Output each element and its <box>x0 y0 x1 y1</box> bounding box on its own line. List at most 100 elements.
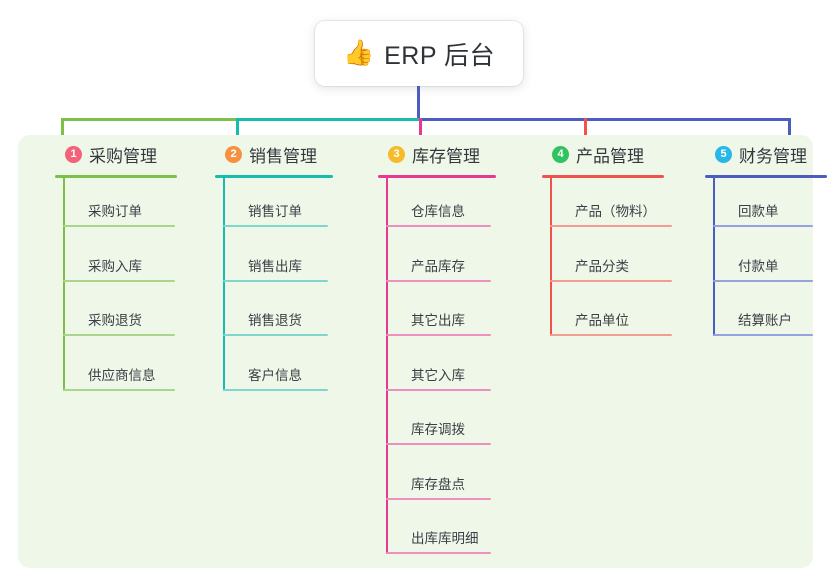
branch-item-label: 结算账户 <box>738 313 792 328</box>
branches-panel: 1 采购管理采购订单采购入库采购退货供应商信息 2 销售管理销售订单销售出库销售退货客… <box>18 135 827 568</box>
branch-item-underline <box>713 334 813 336</box>
branch-item-underline <box>223 388 328 391</box>
branch-column-产品管理: 4 产品管理产品（物料） 产品分类产品单位 <box>530 135 690 336</box>
branch-item-underline <box>386 388 491 391</box>
branch-title: 库存管理 <box>412 146 480 166</box>
branch-index-badge: 4 <box>552 145 569 163</box>
branch-item[interactable]: 出库库明细 <box>386 516 491 554</box>
branch-spine-line <box>63 177 65 391</box>
branch-item-label: 采购退货 <box>88 313 142 328</box>
root-node-title: ERP 后台 <box>384 41 496 70</box>
branch-item-label: 产品库存 <box>411 258 465 274</box>
branch-item[interactable]: 其它入库 <box>386 353 491 391</box>
branch-item-underline <box>386 552 491 554</box>
branch-item-underline <box>63 388 175 391</box>
branch-item[interactable]: 采购入库 <box>63 244 175 282</box>
branch-item-underline <box>386 334 491 336</box>
branch-index-badge: 5 <box>715 145 732 163</box>
branch-item-underline <box>550 334 672 336</box>
branch-item-label: 付款单 <box>738 258 779 274</box>
branch-item-label: 产品单位 <box>575 313 629 328</box>
branch-item-underline <box>63 334 175 336</box>
root-node-card[interactable]: 👍 ERP 后台 <box>315 21 523 86</box>
branch-item[interactable]: 客户信息 <box>223 353 328 391</box>
branch-item-label: 销售出库 <box>248 258 302 274</box>
branch-item-label: 仓库信息 <box>411 204 465 219</box>
branch-column-销售管理: 2 销售管理销售订单销售出库销售退货客户信息 <box>203 135 363 391</box>
branch-item[interactable]: 结算账户 <box>713 298 813 336</box>
branch-item[interactable]: 销售出库 <box>223 244 328 282</box>
branch-item[interactable]: 供应商信息 <box>63 353 175 391</box>
branch-item-underline <box>550 225 672 227</box>
branch-item-label: 其它出库 <box>411 313 465 328</box>
branch-item[interactable]: 销售订单 <box>223 189 328 227</box>
branch-item[interactable]: 付款单 <box>713 244 813 282</box>
branch-item-underline <box>223 279 328 282</box>
branch-spine-line <box>386 177 388 554</box>
branch-item-underline <box>386 225 491 227</box>
connector-bar-segment-1 <box>61 118 236 121</box>
branch-title: 销售管理 <box>249 146 317 166</box>
thumbs-up-icon: 👍 <box>342 39 375 67</box>
branch-item-label: 供应商信息 <box>88 367 156 383</box>
branch-column-库存管理: 3 库存管理仓库信息产品库存其它出库其它入库库存调拨库存盘点出库库明细 <box>366 135 526 554</box>
branch-item[interactable]: 回款单 <box>713 189 813 227</box>
branch-item[interactable]: 采购订单 <box>63 189 175 227</box>
branch-item[interactable]: 仓库信息 <box>386 189 491 227</box>
branch-item-label: 库存盘点 <box>411 476 465 492</box>
branch-header-产品管理[interactable]: 4 产品管理 <box>530 135 690 173</box>
branch-item-label: 销售订单 <box>248 204 302 219</box>
branch-header-underline <box>705 175 827 178</box>
branch-item-underline <box>713 279 813 282</box>
branch-title: 采购管理 <box>89 146 157 166</box>
branch-header-underline <box>55 175 177 178</box>
branch-index-badge: 3 <box>388 145 405 163</box>
branch-item-label: 出库库明细 <box>411 531 479 546</box>
branch-item[interactable]: 库存盘点 <box>386 462 491 500</box>
branch-item[interactable]: 其它出库 <box>386 298 491 336</box>
branch-item-underline <box>713 225 813 227</box>
connector-bar-segment-3 <box>419 118 789 121</box>
branch-item[interactable]: 采购退货 <box>63 298 175 336</box>
branch-header-underline <box>378 175 496 178</box>
branch-column-财务管理: 5 财务管理回款单付款单结算账户 <box>693 135 839 336</box>
branch-item-underline <box>63 279 175 282</box>
branch-item-label: 采购订单 <box>88 204 142 219</box>
branch-item-label: 其它入库 <box>411 367 465 383</box>
branch-item-label: 客户信息 <box>248 367 302 383</box>
branch-item-underline <box>550 279 672 282</box>
branch-item[interactable]: 产品库存 <box>386 244 491 282</box>
branch-header-underline <box>215 175 333 178</box>
branch-item-underline <box>223 334 328 336</box>
branch-spine-line <box>713 177 715 336</box>
branch-header-库存管理[interactable]: 3 库存管理 <box>366 135 526 173</box>
branch-header-销售管理[interactable]: 2 销售管理 <box>203 135 363 173</box>
branch-item-underline <box>386 443 491 445</box>
branch-item[interactable]: 产品单位 <box>550 298 672 336</box>
branch-item-label: 回款单 <box>738 204 779 219</box>
branch-index-badge: 1 <box>65 145 82 163</box>
branch-header-财务管理[interactable]: 5 财务管理 <box>693 135 839 173</box>
branch-item-label: 产品分类 <box>575 258 629 274</box>
branch-column-采购管理: 1 采购管理采购订单采购入库采购退货供应商信息 <box>43 135 203 391</box>
branch-item-label: 采购入库 <box>88 258 142 274</box>
branch-spine-line <box>550 177 552 336</box>
branch-item-label: 产品（物料） <box>575 204 656 219</box>
branch-item[interactable]: 销售退货 <box>223 298 328 336</box>
branch-item[interactable]: 产品（物料） <box>550 189 672 227</box>
branch-item-underline <box>386 497 491 500</box>
branch-item-underline <box>63 225 175 227</box>
branch-item[interactable]: 库存调拨 <box>386 407 491 445</box>
branch-item[interactable]: 产品分类 <box>550 244 672 282</box>
connector-bar-segment-2 <box>236 118 419 121</box>
branch-item-underline <box>223 225 328 227</box>
branch-index-badge: 2 <box>225 145 242 163</box>
branch-title: 产品管理 <box>576 146 644 166</box>
branch-header-underline <box>542 175 664 178</box>
branch-item-underline <box>386 279 491 282</box>
branch-title: 财务管理 <box>739 146 807 166</box>
branch-spine-line <box>223 177 225 391</box>
branch-item-label: 销售退货 <box>248 313 302 328</box>
branch-header-采购管理[interactable]: 1 采购管理 <box>43 135 203 173</box>
